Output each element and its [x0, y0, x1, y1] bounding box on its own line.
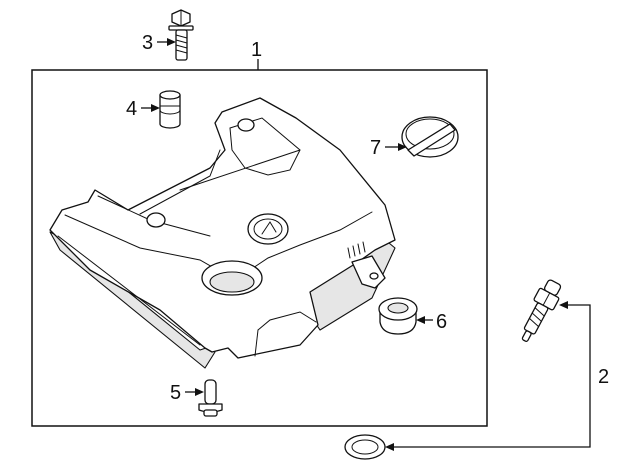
callout-7-label: 7 — [370, 137, 381, 159]
callout-1-label: 1 — [251, 39, 262, 61]
callout-6-label: 6 — [436, 311, 447, 333]
callout-3[interactable]: 3 — [142, 32, 176, 54]
part-5-stud[interactable] — [198, 379, 223, 417]
callout-2-label: 2 — [598, 366, 609, 388]
callout-2[interactable]: 2 — [385, 301, 609, 451]
part-6-grommet[interactable] — [378, 297, 418, 335]
part-2-washer[interactable] — [344, 434, 386, 460]
part-3-bolt[interactable] — [168, 9, 194, 61]
callout-1[interactable]: 1 — [251, 39, 262, 70]
callout-6[interactable]: 6 — [416, 311, 447, 333]
callout-7[interactable]: 7 — [370, 137, 407, 159]
part-4-spacer[interactable] — [159, 90, 181, 129]
part-2-sensor[interactable] — [515, 277, 565, 346]
assembly-frame — [31, 69, 488, 427]
callout-4[interactable]: 4 — [126, 98, 160, 120]
callout-4-label: 4 — [126, 98, 137, 120]
callout-3-label: 3 — [142, 32, 153, 54]
part-1-engine-cover[interactable] — [49, 97, 396, 369]
callout-5-label: 5 — [170, 382, 181, 404]
part-7-cap[interactable] — [401, 116, 459, 158]
callout-5[interactable]: 5 — [170, 382, 204, 404]
